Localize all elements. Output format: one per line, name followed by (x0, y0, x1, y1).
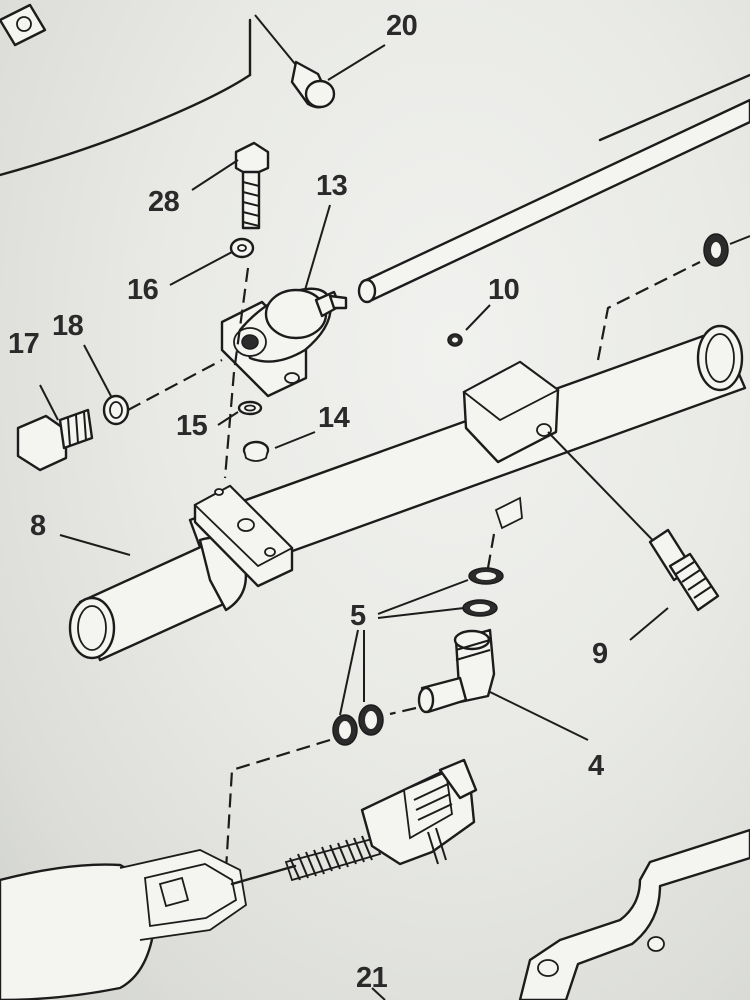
bracket-valve-part-13 (220, 287, 348, 398)
callout-14: 14 (318, 402, 350, 434)
small-o-ring-part-10 (447, 333, 463, 347)
pin-part-20 (290, 60, 336, 109)
dashed-axis-17-18 (127, 359, 223, 411)
washer-top-right (703, 233, 750, 267)
rod-parallel-line (598, 73, 750, 142)
callout-17: 17 (8, 328, 40, 360)
leader-line-8 (59, 534, 131, 556)
dashed-axis-5 (486, 533, 496, 569)
leader-line-15 (217, 411, 239, 426)
frame-edge-top-left (0, 73, 252, 177)
callout-5: 5 (350, 600, 366, 632)
washer-part-16 (229, 237, 255, 259)
seal-ring-part-5-a (468, 567, 504, 585)
leader-line-14 (274, 431, 316, 449)
elbow-fitting-part-4 (417, 628, 496, 714)
leader-line-9 (629, 607, 669, 641)
leader-line-17 (39, 384, 59, 421)
callout-16: 16 (127, 274, 159, 306)
leader-line-16 (169, 251, 233, 286)
callout-9: 9 (592, 638, 608, 670)
dashed-axis-bolt (223, 267, 250, 479)
dashed-axis-4-lower (224, 706, 417, 871)
leader-line-4 (489, 691, 589, 741)
leader-line-9-rod (547, 431, 669, 557)
leader-line-18 (83, 344, 113, 399)
bolt-part-28 (234, 141, 270, 230)
callout-13: 13 (316, 170, 348, 202)
hex-bolt-part-17 (16, 408, 94, 472)
spring-rod (230, 835, 382, 886)
callout-4: 4 (588, 750, 604, 782)
cap-part-14 (242, 440, 270, 462)
leader-line-20 (254, 14, 301, 71)
callout-10: 10 (488, 274, 520, 306)
leader-line-20-label (327, 44, 386, 81)
fitting-part-9 (648, 528, 720, 612)
callout-21: 21 (356, 962, 388, 994)
spring-clip (360, 758, 478, 866)
dashed-axis-10 (596, 261, 701, 361)
o-ring-part-18 (102, 394, 130, 426)
leader-lines-5 (339, 579, 469, 716)
small-ring-part-15 (237, 400, 263, 416)
callout-28: 28 (148, 186, 180, 218)
long-rod (357, 98, 750, 304)
bracket-top-left (0, 3, 47, 47)
leader-line-21 (371, 987, 386, 1000)
leader-line-13 (304, 204, 331, 291)
callout-15: 15 (176, 410, 208, 442)
leader-line-10 (465, 304, 491, 331)
seal-ring-part-5-c (332, 714, 358, 746)
seal-ring-part-5-d (358, 704, 384, 736)
leader-line-28 (191, 159, 239, 191)
tube-assembly-part-8 (68, 324, 747, 662)
lower-cylinder (0, 849, 247, 1000)
callout-18: 18 (52, 310, 84, 342)
seal-ring-part-5-b (462, 599, 498, 617)
frame-bracket-lower-right (518, 828, 750, 1000)
callout-20: 20 (386, 10, 418, 42)
callout-8: 8 (30, 510, 46, 542)
